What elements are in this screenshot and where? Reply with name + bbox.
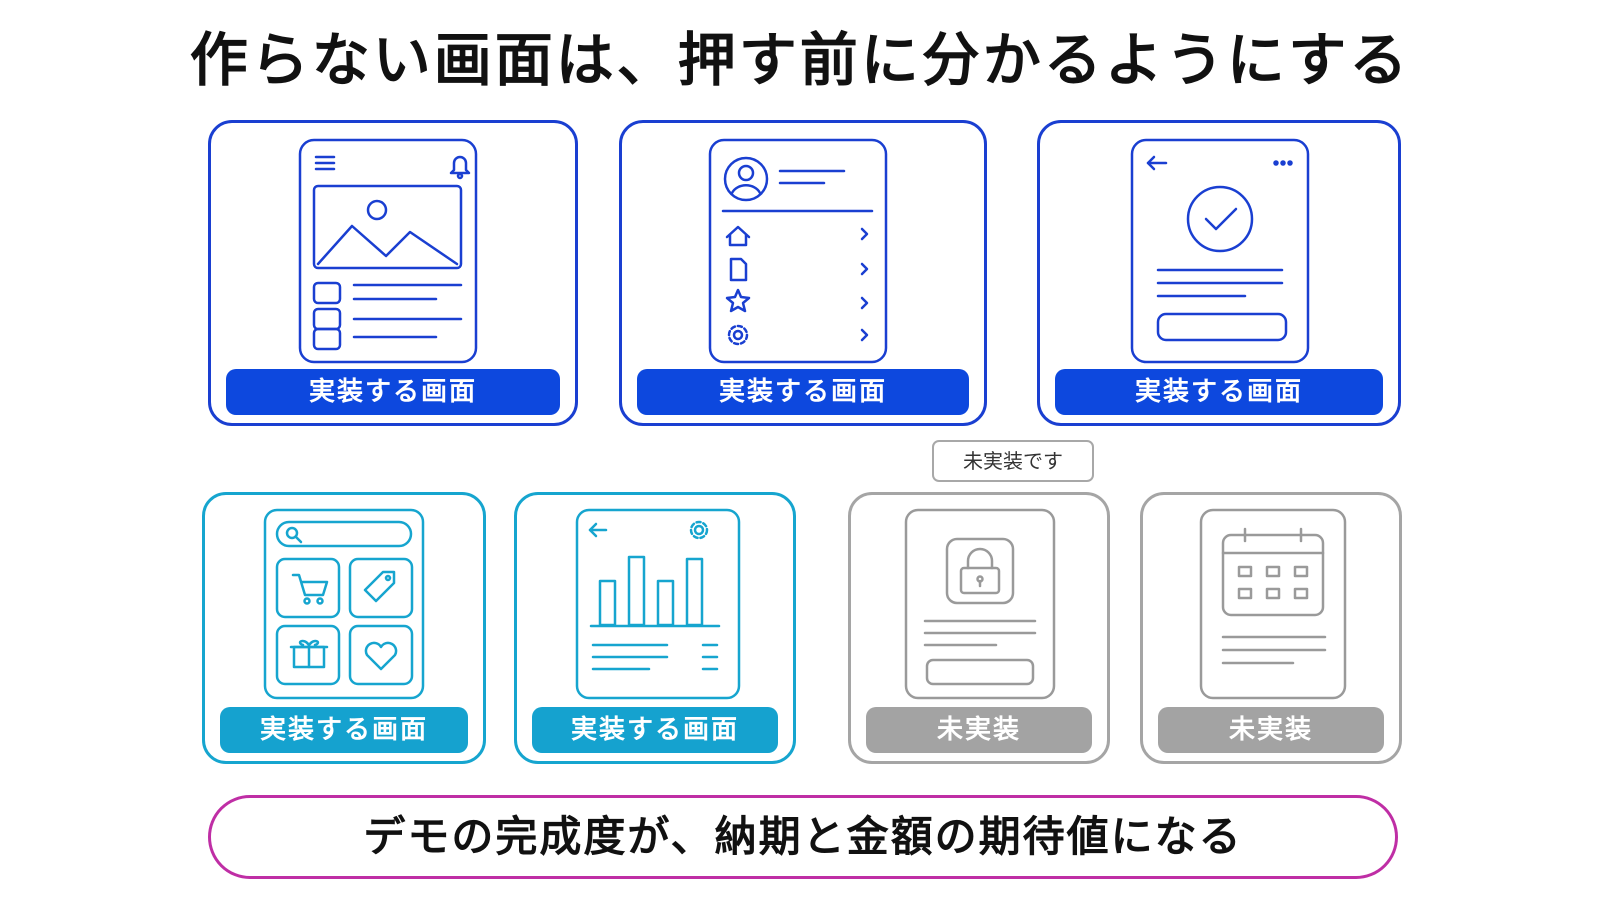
not-implemented-tooltip: 未実装です — [932, 440, 1094, 482]
screen-card-profile-menu[interactable]: 実装する画面 — [619, 120, 987, 426]
calendar-icon — [1199, 508, 1347, 700]
shopping-grid-icon — [263, 508, 425, 700]
key-message-banner: デモの完成度が、納期と金額の期待値になる — [208, 795, 1398, 879]
checkmark-icon — [1130, 138, 1310, 364]
card-label: 未実装 — [866, 707, 1092, 753]
screen-card-locked[interactable]: 未実装 — [848, 492, 1110, 764]
screen-card-shop[interactable]: 実装する画面 — [202, 492, 486, 764]
screen-card-feed[interactable]: 実装する画面 — [208, 120, 578, 426]
card-label: 実装する画面 — [220, 707, 468, 753]
card-label: 未実装 — [1158, 707, 1384, 753]
screen-card-confirmation[interactable]: 実装する画面 — [1037, 120, 1401, 426]
bar-chart-icon — [575, 508, 741, 700]
card-label: 実装する画面 — [226, 369, 560, 415]
card-label: 実装する画面 — [532, 707, 778, 753]
card-label: 実装する画面 — [1055, 369, 1383, 415]
lock-icon — [904, 508, 1056, 700]
page-title: 作らない画面は、押す前に分かるようにする — [189, 26, 1411, 94]
image-feed-icon — [298, 138, 478, 364]
profile-menu-icon — [708, 138, 888, 364]
card-label: 実装する画面 — [637, 369, 969, 415]
screen-card-dashboard[interactable]: 実装する画面 — [514, 492, 796, 764]
screen-card-calendar[interactable]: 未実装 — [1140, 492, 1402, 764]
